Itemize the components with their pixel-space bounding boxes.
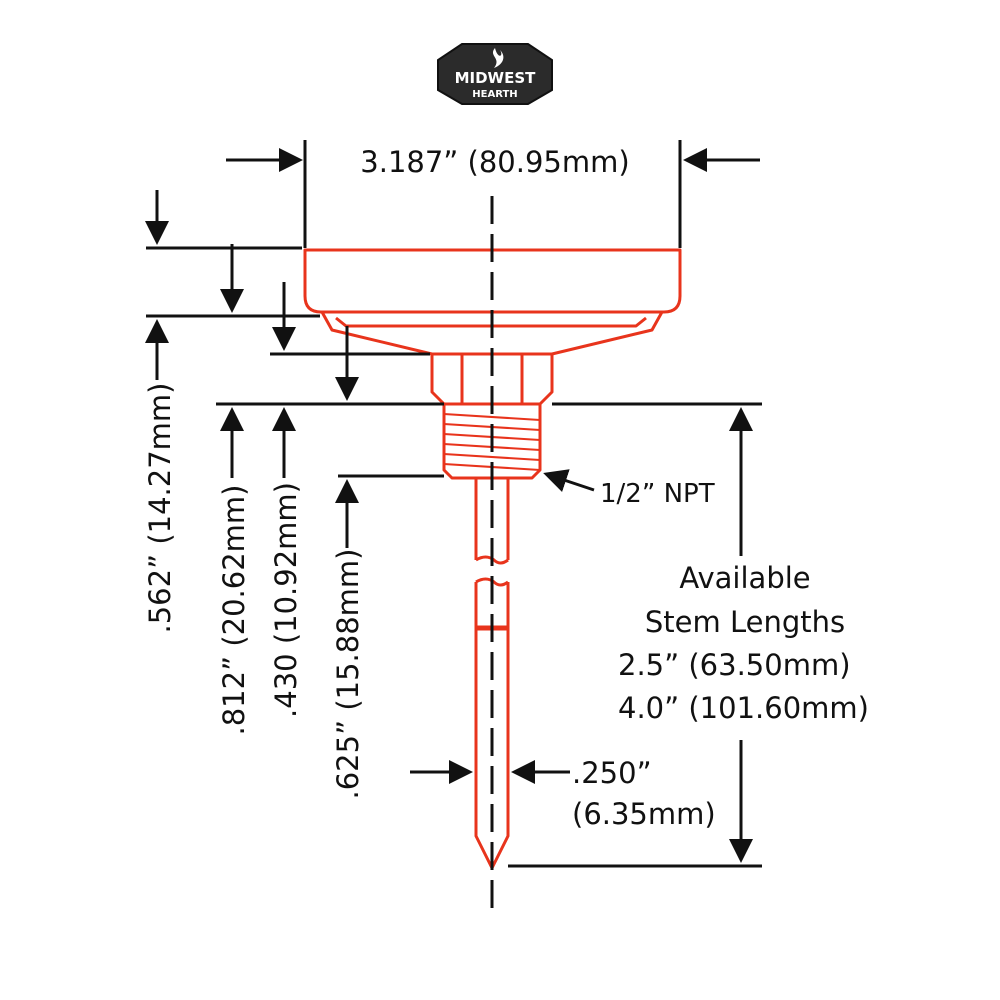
stem-lengths-heading-1: Available (679, 561, 810, 595)
dim-430-label: .430 (10.92mm) (269, 482, 303, 718)
stem-lengths-heading-2: Stem Lengths (645, 605, 845, 639)
stem-upper (474, 478, 510, 565)
flame-icon (492, 48, 504, 68)
dim-562-label: .562” (14.27mm) (143, 383, 177, 634)
logo-line1: MIDWEST (455, 69, 537, 87)
logo-line2: HEARTH (472, 89, 517, 100)
dimension-lines (145, 140, 762, 868)
midwest-hearth-logo: MIDWEST HEARTH (437, 43, 553, 105)
thread-body (442, 402, 542, 480)
dial-housing (303, 248, 682, 314)
dim-812-label: .812” (20.62mm) (217, 485, 251, 736)
stem-length-option-2: 4.0” (101.60mm) (618, 691, 869, 725)
npt-label: 1/2” NPT (600, 479, 715, 509)
stem-diameter-in-label: .250” (572, 756, 652, 790)
stem-diameter-mm-label: (6.35mm) (572, 797, 716, 831)
dial-diameter-label: 3.187” (80.95mm) (360, 145, 629, 179)
stem-length-option-1: 2.5” (63.50mm) (618, 648, 851, 682)
dim-625-label: .625” (15.88mm) (331, 549, 365, 800)
logo-badge (437, 43, 553, 105)
